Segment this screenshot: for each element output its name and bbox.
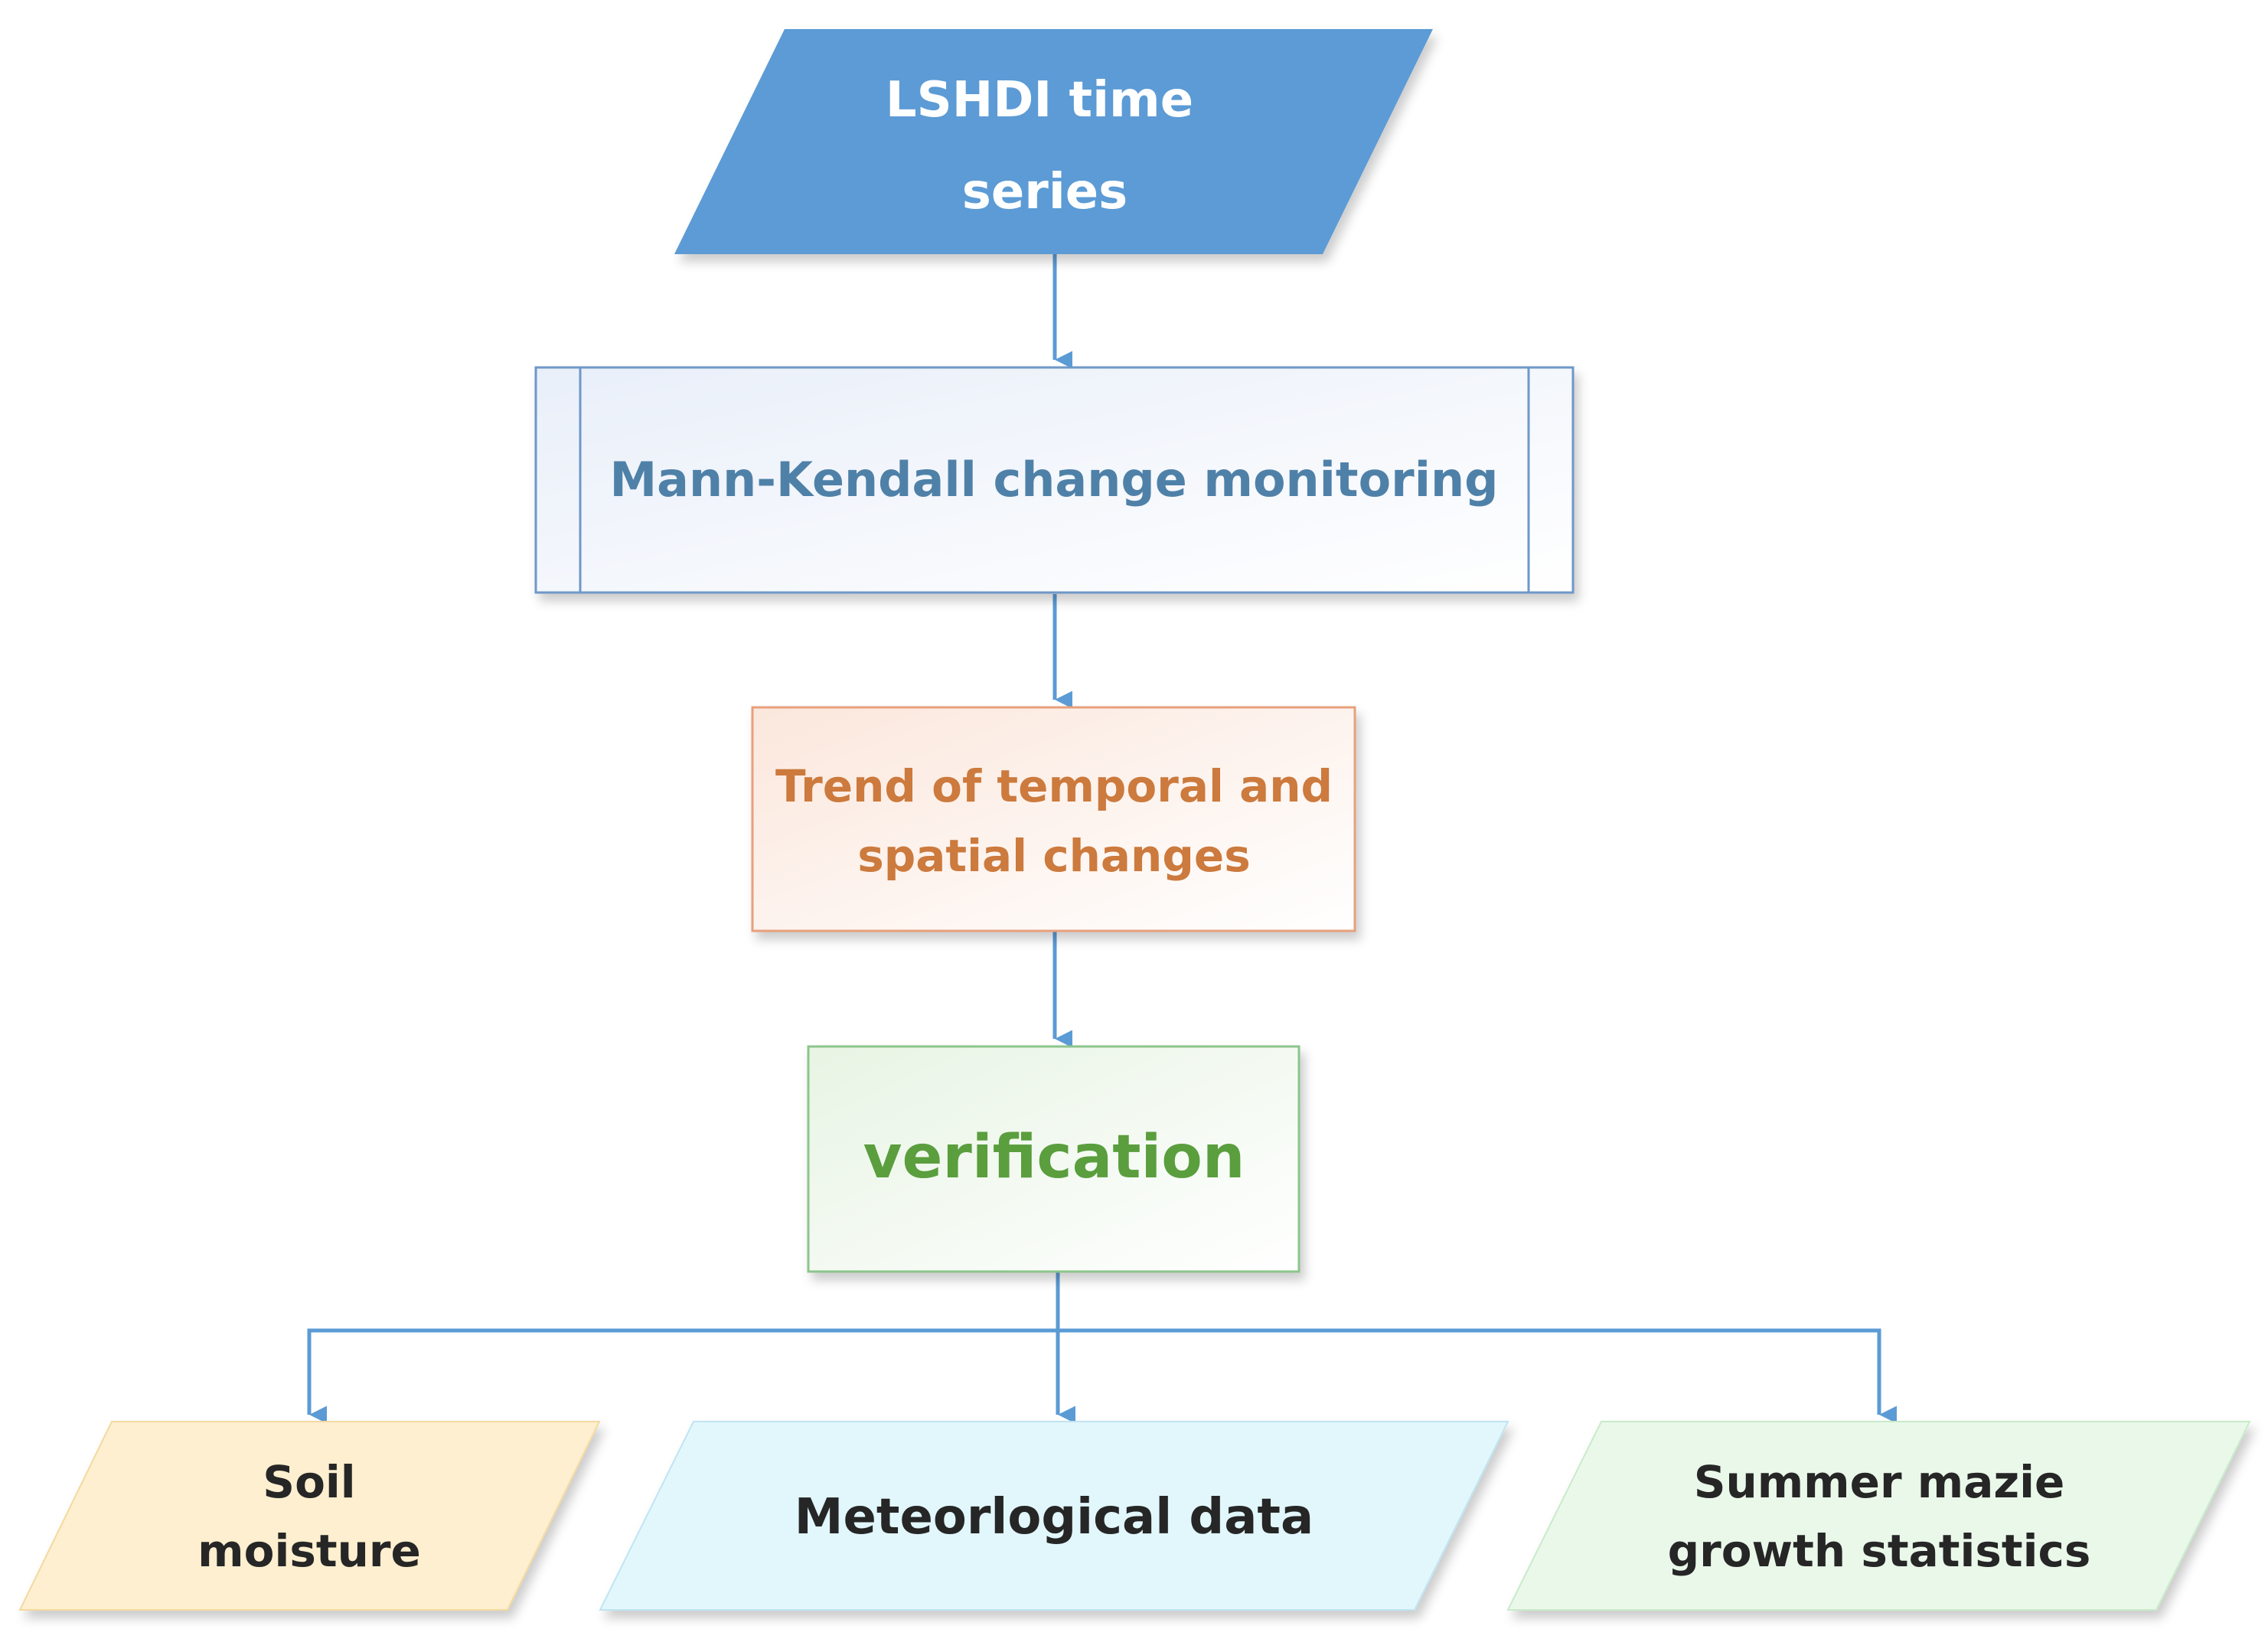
soil-label-line1: Soil bbox=[263, 1456, 355, 1508]
trend-label-line2: spatial changes bbox=[857, 830, 1250, 882]
meteo-parallelogram bbox=[599, 1421, 1509, 1611]
meteorological-data-node: Meteorlogical data bbox=[599, 1421, 1509, 1611]
maize-label-line2: growth statistics bbox=[1668, 1525, 2091, 1577]
summer-maize-node: Summer mazie growth statistics bbox=[1506, 1421, 2251, 1611]
input-node: LSHDI time series bbox=[674, 29, 1433, 254]
verification-label: verification bbox=[863, 1123, 1245, 1192]
mk-label: Mann-Kendall change monitoring bbox=[609, 452, 1498, 508]
arrow-branch-to-soil bbox=[307, 1328, 1058, 1424]
arrow-branch-to-maize bbox=[1058, 1328, 1897, 1424]
connectors bbox=[307, 254, 1897, 1424]
verification-box bbox=[807, 1045, 1300, 1273]
input-label-line1: LSHDI time bbox=[886, 72, 1193, 129]
mk-process-node: Mann-Kendall change monitoring bbox=[534, 366, 1575, 594]
soil-parallelogram bbox=[18, 1421, 601, 1611]
verification-node: verification bbox=[807, 1045, 1300, 1273]
soil-label-line2: moisture bbox=[197, 1525, 421, 1577]
trend-node: Trend of temporal and spatial changes bbox=[751, 706, 1356, 932]
maize-label-line1: Summer mazie bbox=[1694, 1456, 2065, 1508]
maize-parallelogram bbox=[1506, 1421, 2251, 1611]
meteo-label: Meteorlogical data bbox=[795, 1489, 1313, 1546]
trend-label-line1: Trend of temporal and bbox=[775, 760, 1333, 812]
mk-box bbox=[534, 366, 1575, 594]
soil-moisture-node: Soil moisture bbox=[18, 1421, 601, 1611]
input-label-line2: series bbox=[962, 164, 1128, 220]
input-parallelogram bbox=[674, 29, 1433, 254]
trend-box bbox=[751, 706, 1356, 932]
